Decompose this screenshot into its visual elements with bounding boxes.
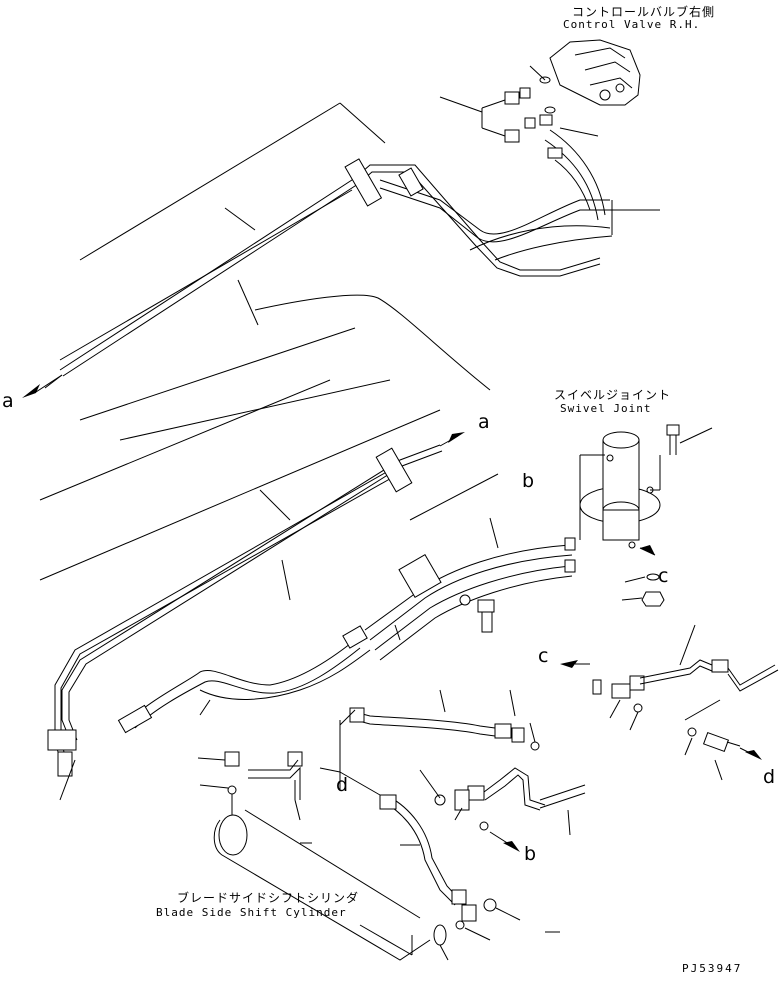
swivel-joint-label-en: Swivel Joint — [560, 402, 652, 415]
callout-d-right: d — [763, 766, 776, 788]
blade-cylinder-group — [197, 709, 560, 961]
control-valve — [439, 39, 660, 235]
upper-pipe-assembly — [22, 129, 613, 398]
upper-frame-lines — [39, 102, 499, 601]
drawing-code: PJ53947 — [682, 962, 743, 975]
callout-b-swivel: b — [522, 470, 535, 492]
callout-a-middle: a — [478, 411, 490, 433]
control-valve-label-jp: コントロールバルブ右側 — [572, 5, 716, 19]
swivel-joint-label-jp: スイベルジョイント — [554, 388, 672, 402]
blade-cylinder-label-en: Blade Side Shift Cylinder — [156, 906, 347, 919]
callout-b-lower: b — [524, 843, 537, 865]
lower-hose-b-group — [349, 689, 586, 852]
middle-pipe-assembly — [47, 432, 465, 801]
callout-a-upper: a — [2, 390, 14, 412]
swivel-joint — [579, 424, 713, 607]
control-valve-label-en: Control Valve R.H. — [563, 18, 701, 31]
right-pipe-group — [560, 624, 779, 781]
callout-d-left: d — [336, 774, 349, 796]
callout-c-swivel: c — [658, 565, 669, 587]
callout-c-right: c — [538, 645, 549, 667]
lower-hose-assembly — [117, 517, 576, 734]
blade-cylinder-label-jp: ブレードサイドシフトシリンダ — [177, 891, 360, 905]
